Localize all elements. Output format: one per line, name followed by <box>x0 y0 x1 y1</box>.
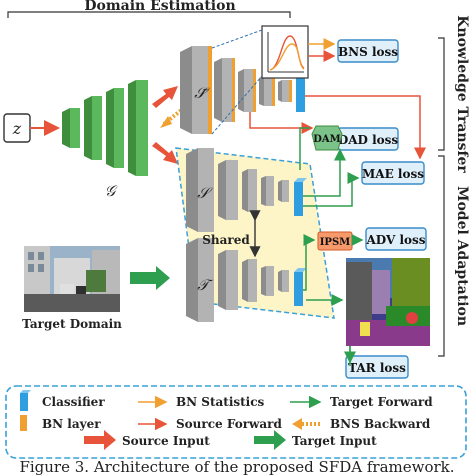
legend-bns-backward: BNS Backward <box>292 417 431 431</box>
shared-label: Shared <box>202 233 250 247</box>
s-tilde-network <box>180 46 309 134</box>
segmentation-map-image <box>346 258 430 346</box>
bns-loss-label: BNS loss <box>338 45 398 59</box>
dad-loss-box: DAD loss <box>337 127 399 151</box>
legend-target-forward: Target Forward <box>290 395 433 409</box>
legend-bn-layer-label: BN layer <box>42 417 101 431</box>
legend-box <box>5 385 467 459</box>
ipsm-label: IPSM <box>320 237 351 248</box>
legend-source-forward-label: Source Forward <box>176 417 282 431</box>
source-network <box>186 148 307 232</box>
generator-network <box>62 80 148 176</box>
source-to-dam-arrow <box>299 127 310 170</box>
target-input-arrow <box>130 266 170 290</box>
figure-caption: Figure 3. Architecture of the proposed S… <box>19 458 455 476</box>
legend-source-input-label: Source Input <box>122 434 210 448</box>
legend-bn-statistics-label: BN Statistics <box>176 395 265 409</box>
target-domain-image <box>24 246 120 312</box>
adv-loss-label: ADV loss <box>365 233 425 247</box>
ipsm-module: IPSM <box>317 231 353 251</box>
s-tilde-to-dam-arrow <box>249 112 314 134</box>
bns-loss-box: BNS loss <box>337 39 399 63</box>
source-to-mae-arrow <box>303 172 360 207</box>
legend-target-forward-label: Target Forward <box>330 395 433 409</box>
plot-zoom-line-bottom <box>211 75 263 135</box>
dam-module: DAM <box>311 125 343 151</box>
z-label: z <box>12 119 22 138</box>
target-domain-label: Target Domain <box>22 317 122 331</box>
adv-loss-box: ADV loss <box>365 227 427 251</box>
legend-source-forward: Source Forward <box>138 417 282 431</box>
legend-bn-statistics: BN Statistics <box>138 395 265 409</box>
mae-loss-label: MAE loss <box>362 167 424 181</box>
source-input-arrow-up <box>152 86 178 108</box>
legend-source-input: Source Input <box>84 430 210 450</box>
legend-classifier: Classifier <box>20 390 105 411</box>
target-to-ipsm-arrow <box>303 234 316 291</box>
source-to-dad-arrow <box>303 148 346 197</box>
legend-target-input-label: Target Input <box>292 434 377 448</box>
legend-bn-layer: BN layer <box>20 415 101 431</box>
legend-bns-backward-label: BNS Backward <box>330 417 431 431</box>
plot-zoom-line-top <box>211 29 263 49</box>
legend-target-input: Target Input <box>254 430 377 450</box>
generator-label: 𝒢 <box>105 182 118 200</box>
s-tilde-to-mae-arrow <box>305 95 426 160</box>
target-network <box>186 238 307 322</box>
model-adaptation-bracket <box>438 155 445 357</box>
bn-distribution-icon <box>267 32 305 73</box>
mae-loss-box: MAE loss <box>361 161 425 185</box>
knowledge-transfer-label: Knowledge Transfer <box>454 15 470 173</box>
domain-estimation-bracket <box>7 11 291 18</box>
dad-loss-label: DAD loss <box>338 133 399 147</box>
knowledge-transfer-bracket <box>438 37 445 151</box>
dam-label: DAM <box>313 134 341 145</box>
source-input-arrow-down <box>152 142 178 164</box>
domain-estimation-title: Domain Estimation <box>84 0 235 14</box>
tar-loss-box: TAR loss <box>345 355 409 379</box>
model-adaptation-label: Model Adaptation <box>454 186 470 326</box>
legend-classifier-label: Classifier <box>42 395 105 409</box>
tar-loss-label: TAR loss <box>348 361 406 375</box>
